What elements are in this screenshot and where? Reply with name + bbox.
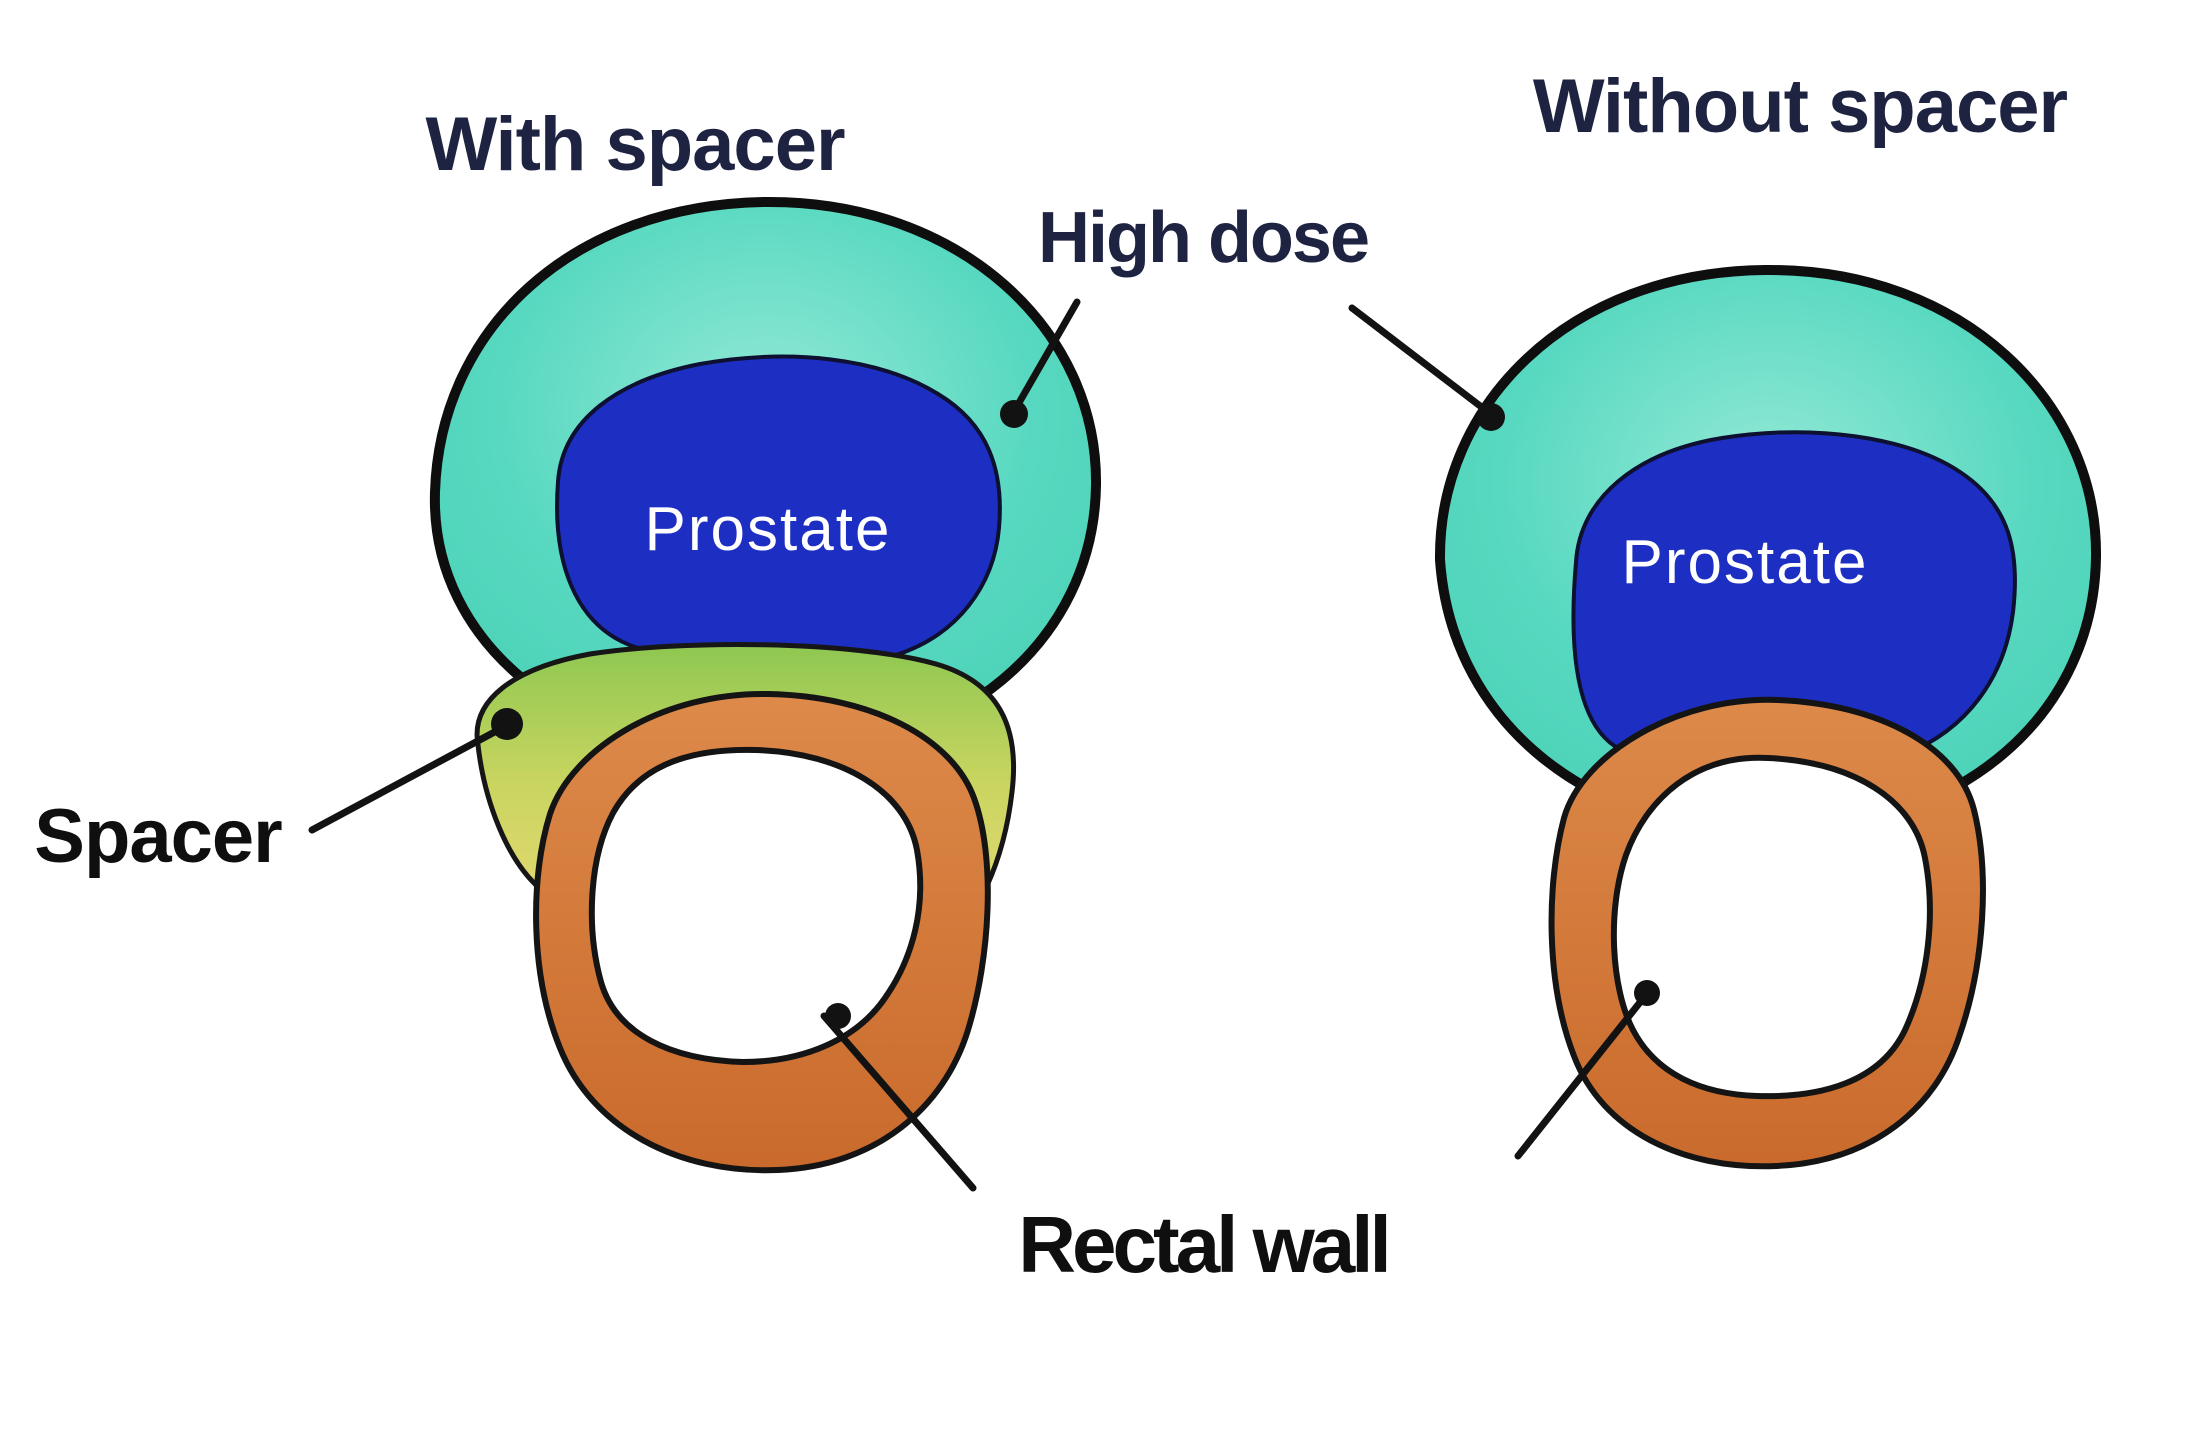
high-dose-dot-right [1477, 403, 1505, 431]
rectal-wall-pointer-left [820, 1012, 977, 1192]
without-spacer-panel: Without spacer Prostate [1434, 64, 2102, 1170]
high-dose-dot-left [1000, 400, 1028, 428]
rectal-wall-dot-right [1634, 980, 1660, 1006]
with-spacer-panel: With spacer Prostate [425, 102, 1102, 1174]
rectal-wall-pointer-right [1514, 992, 1649, 1160]
without-spacer-title: Without spacer [1533, 64, 2068, 149]
with-spacer-title: With spacer [425, 102, 845, 187]
spacer-label: Spacer [34, 794, 282, 879]
rectal-lumen-right [1610, 754, 1933, 1100]
rectal-wall-label: Rectal wall [1018, 1200, 1388, 1289]
high-dose-pointer-right [1348, 304, 1492, 416]
rectal-wall-dot-left [825, 1003, 851, 1029]
high-dose-pointer-left [1012, 298, 1081, 412]
annotation-layer: High dose Spacer Rectal wall [34, 198, 1660, 1289]
prostate-label-right: Prostate [1622, 528, 1869, 597]
prostate-label-left: Prostate [645, 495, 892, 564]
rectal-lumen-left [588, 746, 924, 1066]
spacer-pointer [308, 724, 506, 834]
high-dose-label: High dose [1038, 198, 1368, 278]
spacer-dot [491, 708, 523, 740]
